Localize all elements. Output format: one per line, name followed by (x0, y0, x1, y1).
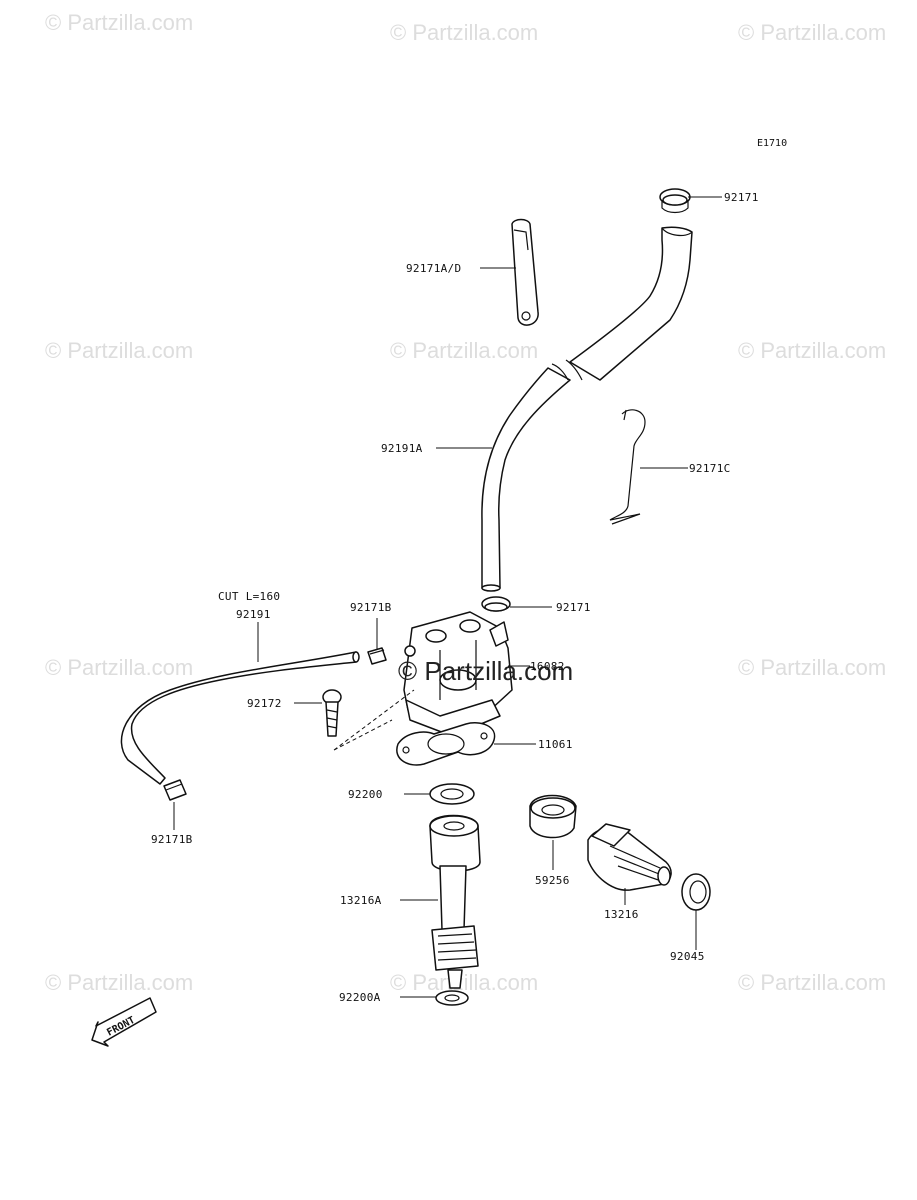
clamp-92171-mid[interactable] (481, 596, 511, 612)
label-92171[interactable]: 92171 (556, 601, 591, 614)
gear-13216[interactable] (587, 823, 672, 891)
label-92171ad[interactable]: 92171A/D (406, 262, 461, 275)
watermark: © Partzilla.com (390, 338, 538, 363)
clip-92171b-bottom[interactable] (163, 779, 187, 801)
label-92171b[interactable]: 92171B (350, 601, 392, 614)
watermark: © Partzilla.com (738, 970, 886, 995)
label-92191[interactable]: 92191 (236, 608, 271, 621)
label-92171[interactable]: 92171 (724, 191, 759, 204)
shaft-13216a[interactable] (429, 814, 481, 989)
watermark: © Partzilla.com (45, 970, 193, 995)
watermark: © Partzilla.com (390, 20, 538, 45)
bushing-59256[interactable] (529, 794, 577, 839)
washer-92200a[interactable] (435, 990, 469, 1006)
label-92171c[interactable]: 92171C (689, 462, 731, 475)
label-92200a[interactable]: 92200A (339, 991, 381, 1004)
gasket-11061[interactable] (396, 722, 496, 766)
hose-92191a[interactable] (481, 226, 693, 592)
label-cut-note: CUT L=160 (218, 590, 280, 603)
oil-seal-92045[interactable] (681, 873, 711, 911)
label-92200[interactable]: 92200 (348, 788, 383, 801)
label-11061[interactable]: 11061 (538, 738, 573, 751)
front-arrow-icon: FRONT (91, 997, 157, 1047)
hose-92191[interactable] (120, 651, 360, 785)
label-92172[interactable]: 92172 (247, 697, 282, 710)
band-92171ad[interactable] (511, 218, 539, 326)
label-16082[interactable]: 16082 (530, 660, 565, 673)
clamp-92171-top[interactable] (659, 188, 691, 214)
leader-lines (173, 196, 722, 998)
watermark: © Partzilla.com (738, 655, 886, 680)
watermark: © Partzilla.com (45, 10, 193, 35)
oil-pump-16082[interactable] (403, 611, 513, 737)
label-92171b[interactable]: 92171B (151, 833, 193, 846)
watermark: © Partzilla.com (738, 20, 886, 45)
label-13216a[interactable]: 13216A (340, 894, 382, 907)
label-59256[interactable]: 59256 (535, 874, 570, 887)
clip-92171c[interactable] (609, 409, 646, 525)
watermarks: © Partzilla.com © Partzilla.com © Partzi… (45, 10, 886, 995)
watermark: © Partzilla.com (390, 970, 538, 995)
label-92191a[interactable]: 92191A (381, 442, 423, 455)
washer-92200[interactable] (429, 783, 475, 805)
screw-92172[interactable] (322, 689, 342, 737)
center-watermark: © Partzilla.com (398, 656, 573, 686)
label-13216[interactable]: 13216 (604, 908, 639, 921)
part-labels: 92171 92171A/D 92191A 92171C CUT L=160 9… (151, 191, 759, 1004)
diagram-code: E1710 (757, 138, 787, 149)
label-92045[interactable]: 92045 (670, 950, 705, 963)
watermark: © Partzilla.com (45, 655, 193, 680)
clip-92171b-top[interactable] (367, 647, 387, 665)
watermark: © Partzilla.com (738, 338, 886, 363)
watermark: © Partzilla.com (45, 338, 193, 363)
